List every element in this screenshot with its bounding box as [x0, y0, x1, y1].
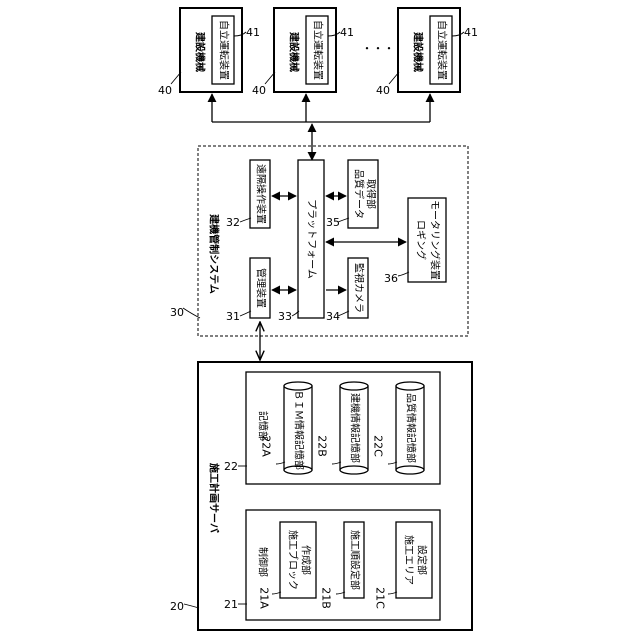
quality-data-label-line1: 品質データ — [353, 169, 366, 219]
quality-storage-cylinder-bottom — [396, 466, 424, 474]
control-system-title: 建機管制システム — [208, 213, 221, 294]
camera-label: 監視カメラ — [353, 263, 366, 313]
platform-ref: 33 — [278, 310, 292, 323]
remote-operation-ref: 32 — [226, 216, 240, 229]
machine-storage-cylinder-bottom — [340, 466, 368, 474]
construction-machine-1: 建設機械 自立運転装置 40 41 — [158, 8, 260, 97]
storage-ref: 22 — [224, 460, 238, 473]
control-system: 建機管制システム 30 プラットフォーム 33 遠隔操作装置 32 管理装置 3… — [170, 146, 468, 336]
logging-ref: 36 — [384, 272, 398, 285]
block-creation-label-line2: 作成部 — [300, 545, 313, 575]
quality-storage-label: 品質情報記憶部 — [405, 393, 418, 463]
auto-operation-device-label-3: 自立運転装置 — [436, 20, 449, 80]
block-creation-label-line1: 施工ブロック — [287, 530, 300, 590]
management-label: 管理装置 — [255, 268, 268, 308]
construction-machine-2: 建設機械 自立運転装置 40 41 — [252, 8, 354, 97]
quality-storage-ref: 22C — [372, 435, 385, 457]
remote-operation-label: 遠隔操作装置 — [255, 164, 268, 224]
machine-ref-3: 40 — [376, 84, 390, 97]
quality-data-label-line2: 取得部 — [365, 179, 378, 209]
bim-storage-ref: 22A — [260, 435, 273, 457]
machine-ref-2: 40 — [252, 84, 266, 97]
sequence-setting-label: 施工順設定部 — [349, 530, 362, 590]
server-ref-leader — [184, 604, 199, 608]
auto-operation-device-label-2: 自立運転装置 — [312, 20, 325, 80]
control-title: 制御部 — [257, 547, 270, 577]
block-creation-ref: 21A — [258, 587, 271, 609]
logging-label-line2: モータリング装置 — [429, 200, 442, 280]
machine-title-2: 建設機械 — [288, 31, 301, 72]
machine-title-3: 建設機械 — [412, 31, 425, 72]
planning-server: 施工計画サーバ 20 記憶部 22 ＢＩＭ情報記憶部 22A 建機情報記憶部 2… — [170, 362, 472, 630]
device-ref-3: 41 — [464, 26, 478, 39]
area-setting-label-line1: 施工エリア — [403, 535, 416, 585]
server-title: 施工計画サーバ — [208, 463, 221, 533]
logging-label-line1: ロギング — [415, 220, 428, 260]
machine-storage-label: 建機情報記憶部 — [349, 393, 362, 463]
control-ref: 21 — [224, 598, 238, 611]
auto-operation-device-label-1: 自立運転装置 — [218, 20, 231, 80]
device-ref-1: 41 — [246, 26, 260, 39]
sequence-setting-ref: 21B — [320, 587, 333, 609]
machine-storage-ref: 22B — [316, 435, 329, 457]
area-setting-ref: 21C — [374, 587, 387, 609]
platform-label: プラットフォーム — [306, 199, 318, 279]
control-system-ref-leader — [183, 308, 200, 318]
bim-storage-label: ＢＩＭ情報記憶部 — [293, 390, 306, 470]
quality-storage-cylinder-top — [396, 382, 424, 390]
management-ref: 31 — [226, 310, 240, 323]
bim-storage-cylinder-top — [284, 382, 312, 390]
machine-storage-cylinder-top — [340, 382, 368, 390]
machine-bus — [212, 94, 430, 160]
camera-ref: 34 — [326, 310, 340, 323]
control-system-ref: 30 — [170, 306, 184, 319]
machine-title-1: 建設機械 — [194, 31, 207, 72]
area-setting-label-line2: 設定部 — [416, 545, 429, 575]
more-machines-ellipsis: ・・・ — [362, 42, 395, 55]
server-ref: 20 — [170, 600, 184, 613]
quality-data-ref: 35 — [326, 216, 340, 229]
device-ref-2: 41 — [340, 26, 354, 39]
machine-ref-1: 40 — [158, 84, 172, 97]
